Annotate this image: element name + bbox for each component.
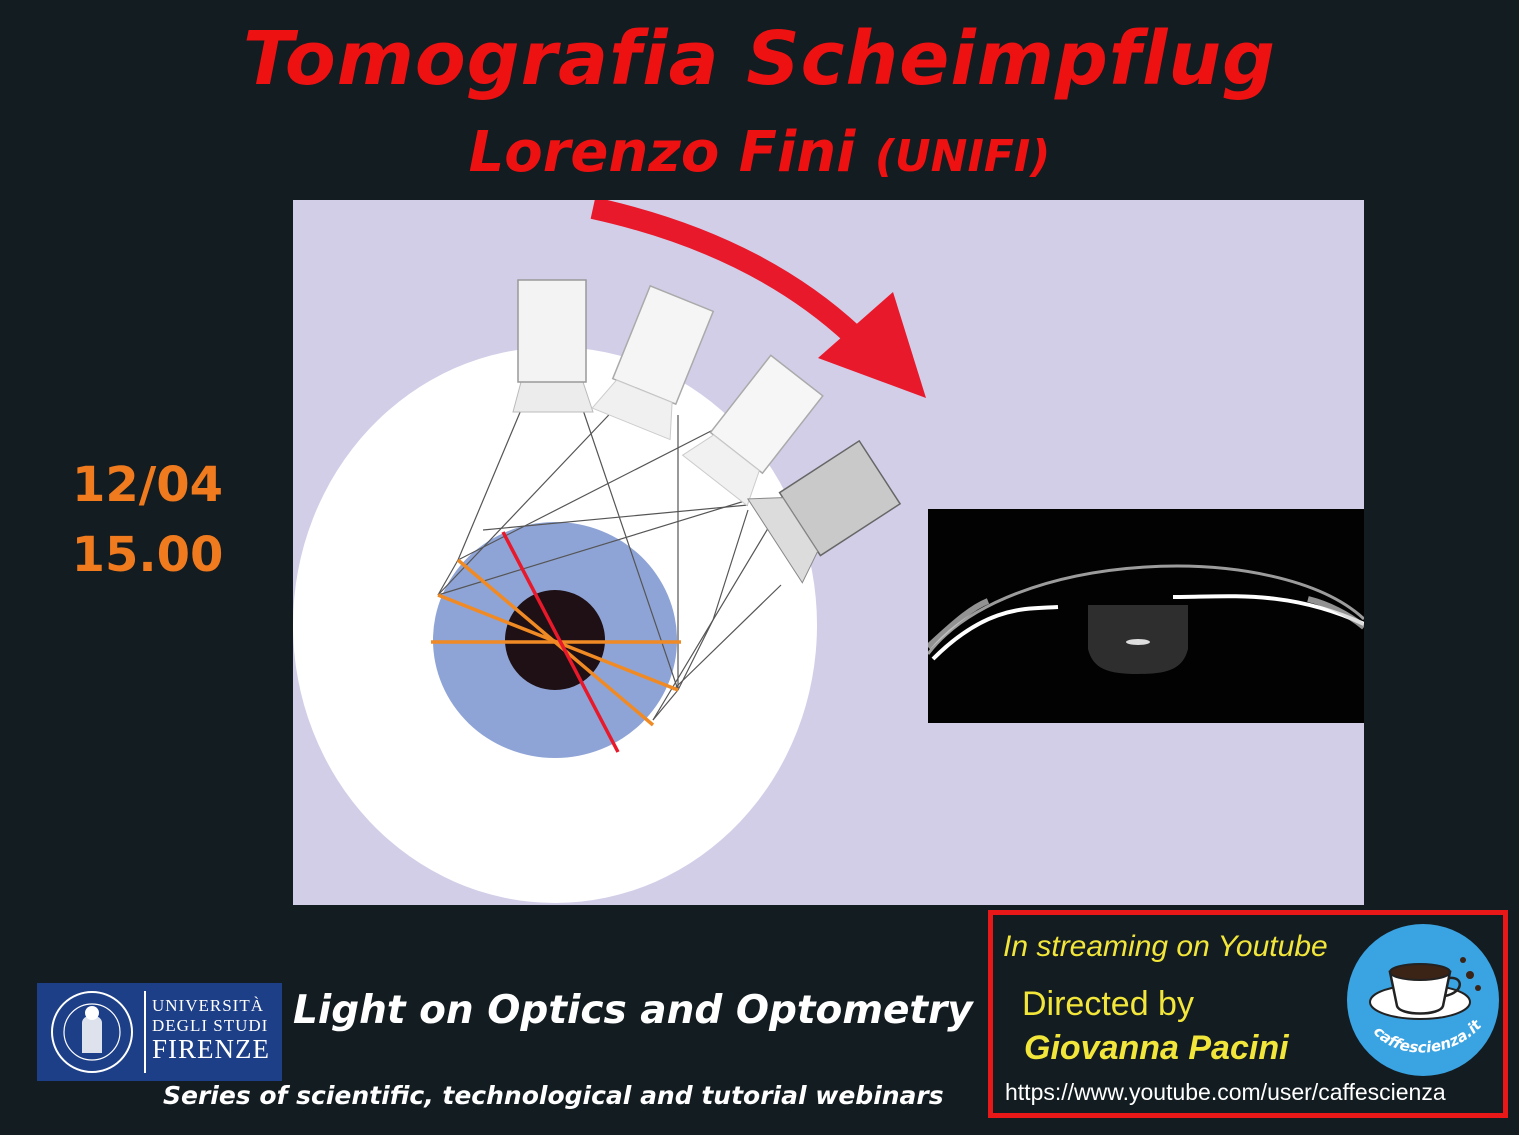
orange-meridian-lines — [431, 558, 681, 727]
camera-4 — [746, 439, 902, 584]
event-time: 15.00 — [71, 527, 224, 583]
caffescienza-logo: caffescienza.it — [1345, 920, 1505, 1080]
caffe-logo-svg: caffescienza.it — [1347, 924, 1499, 1076]
camera-1 — [512, 279, 594, 413]
speaker-affiliation: (UNIFI) — [874, 131, 1051, 182]
streaming-label: In streaming on Youtube — [1003, 930, 1328, 963]
unifi-logo — [37, 983, 282, 1081]
unifi-text-line2: DEGLI STUDI — [152, 1016, 269, 1035]
youtube-url-link[interactable]: https://www.youtube.com/user/caffescienz… — [1005, 1079, 1446, 1105]
series-subtitle: Series of scientific, technological and … — [163, 1081, 944, 1110]
speaker-line: Lorenzo Fini (UNIFI) — [0, 118, 1519, 192]
rotation-arrow-head — [818, 292, 926, 398]
logo-divider — [144, 991, 146, 1073]
scheimpflug-diagram — [293, 200, 926, 903]
event-date: 12/04 — [71, 457, 224, 513]
director-name: Giovanna Pacini — [1024, 1029, 1289, 1067]
rotation-arrow-shaft — [590, 200, 861, 344]
scan-svg — [925, 564, 1366, 674]
red-meridian-line — [501, 531, 620, 753]
series-title: Light on Optics and Optometry — [293, 988, 973, 1033]
scheimpflug-scan-image — [925, 509, 1366, 723]
unifi-seal — [51, 991, 133, 1073]
unifi-text-line1: UNIVERSITÀ — [152, 996, 264, 1015]
page-title: Tomografia Scheimpflug — [242, 16, 1277, 102]
speaker-name: Lorenzo Fini — [468, 120, 856, 185]
directed-by-label: Directed by — [1022, 985, 1194, 1023]
camera-3 — [681, 354, 824, 507]
unifi-text-line3: FIRENZE — [152, 1034, 270, 1064]
camera-2 — [591, 284, 715, 441]
